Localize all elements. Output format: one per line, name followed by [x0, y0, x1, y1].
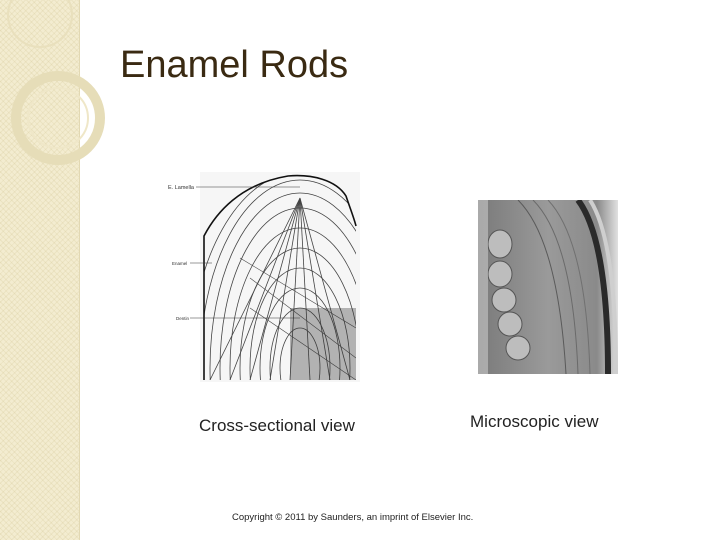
side-band-edge: [79, 0, 80, 540]
cross-sectional-diagram: E. Lamella Enamel Dentin: [168, 172, 360, 382]
slide-title: Enamel Rods: [120, 44, 349, 86]
caption-microscopic: Microscopic view: [470, 412, 599, 431]
label-enamel: Enamel: [172, 261, 187, 266]
microscopic-photo: [478, 200, 618, 374]
label-e-lamella: E. Lamella: [168, 185, 195, 191]
caption-cross-sectional: Cross-sectional view: [199, 416, 355, 435]
copyright-notice: Copyright © 2011 by Saunders, an imprint…: [232, 512, 474, 523]
label-dentin: Dentin: [176, 316, 190, 321]
decorative-rings: [7, 0, 105, 165]
